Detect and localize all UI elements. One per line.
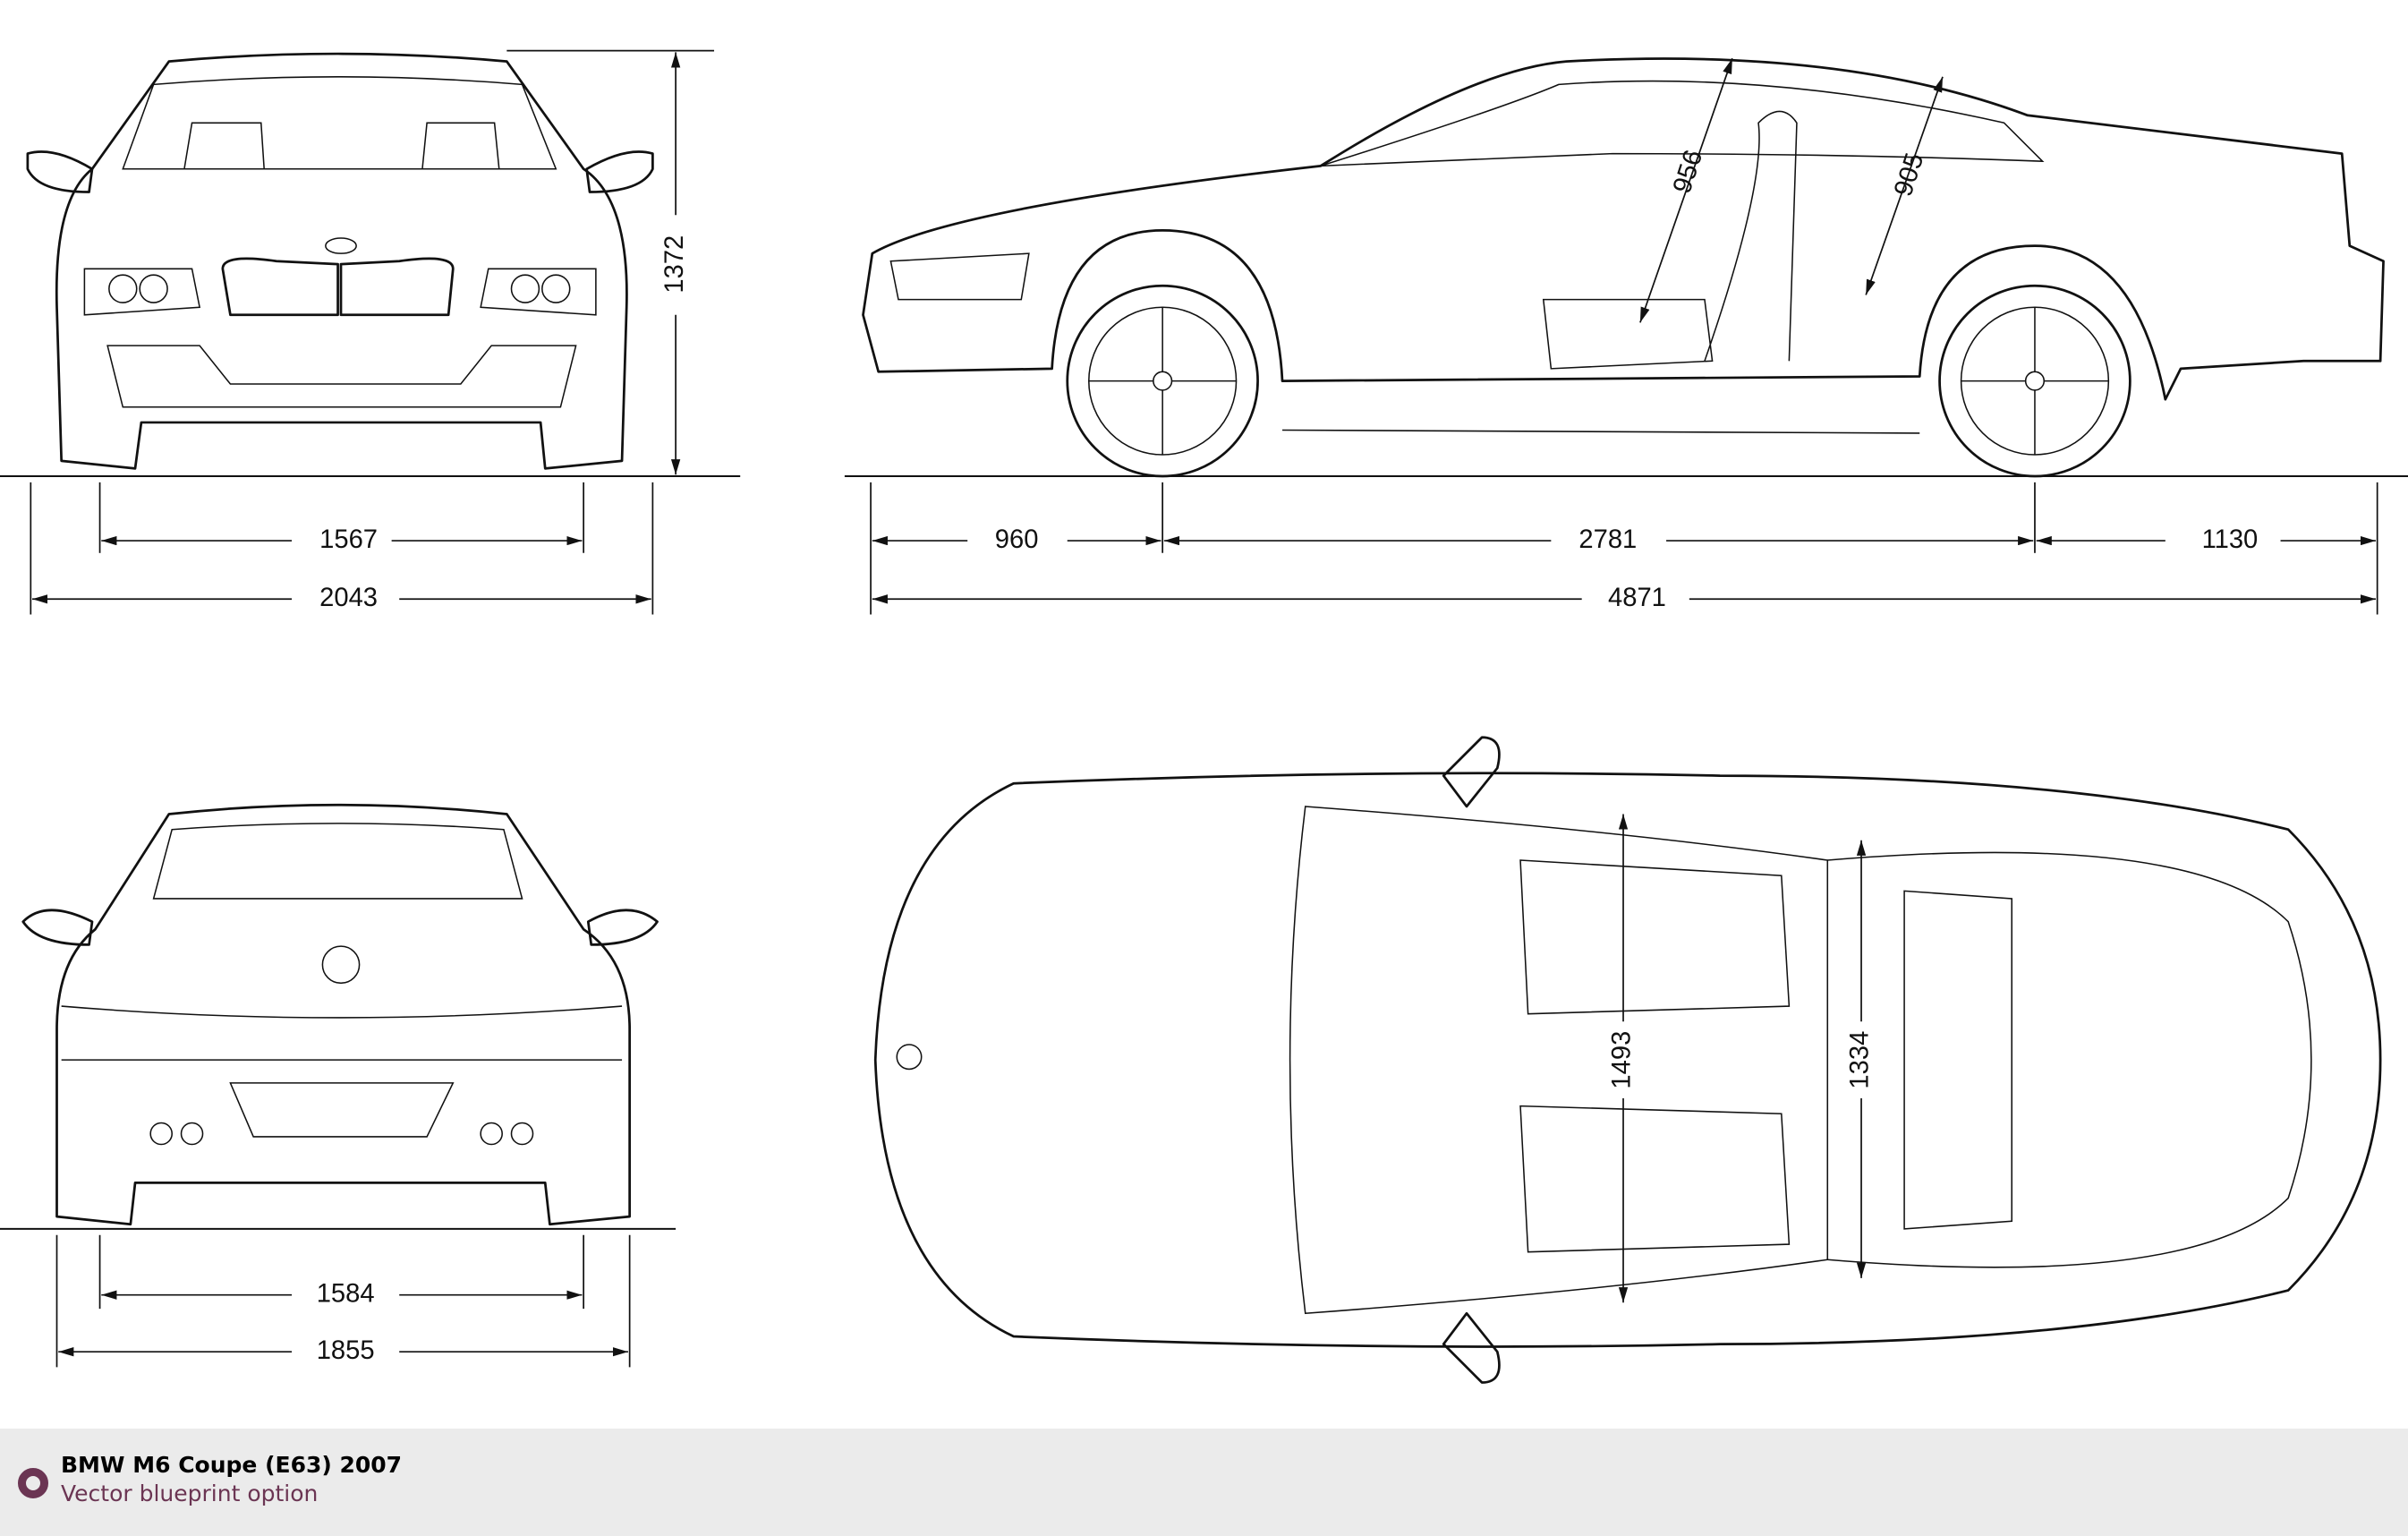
wheelbase-label: 2781: [1578, 525, 1637, 554]
top-dimensions: 1493 1334: [1608, 814, 1875, 1303]
front-width-label: 2043: [319, 584, 378, 612]
height-label: 1372: [660, 235, 689, 294]
length-label: 4871: [1608, 584, 1666, 612]
caption-subtitle: Vector blueprint option: [61, 1481, 319, 1506]
side-dimensions: 960 2781 1130 4871 956 905: [870, 57, 2378, 615]
circle-logo-icon: [18, 1468, 48, 1498]
top-view: [873, 736, 2382, 1384]
blueprint-drawing: 1567 2043 1372 960 2781 1130 4871 956 90…: [0, 49, 2408, 1384]
front-shoulder-label: 1493: [1608, 1031, 1637, 1089]
front-view: [0, 52, 741, 478]
side-view: [844, 57, 2408, 478]
rear-view: [0, 803, 676, 1230]
front-dimensions: 1567 2043 1372: [30, 49, 715, 615]
front-track-label: 1567: [319, 525, 378, 554]
front-overhang-label: 960: [995, 525, 1039, 554]
rear-shoulder-label: 1334: [1846, 1031, 1875, 1089]
caption-title: BMW M6 Coupe (E63) 2007: [61, 1452, 403, 1478]
rear-width-label: 1855: [317, 1336, 375, 1365]
rear-dimensions: 1584 1855: [55, 1234, 631, 1368]
rear-track-label: 1584: [317, 1279, 375, 1308]
rear-overhang-label: 1130: [2202, 525, 2259, 554]
caption-bar: BMW M6 Coupe (E63) 2007 Vector blueprint…: [0, 1429, 2408, 1536]
